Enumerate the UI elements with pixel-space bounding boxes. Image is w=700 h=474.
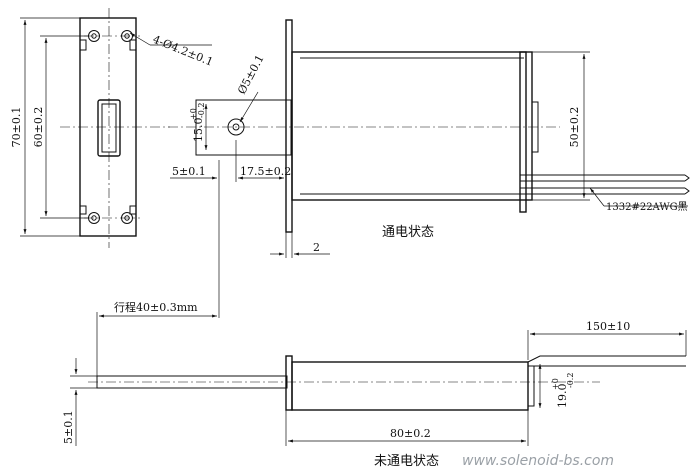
dim-shaft-tol-plus: +0 [189,108,198,120]
dim-lead-len: 150±10 [586,320,630,333]
energized-view: 5±0.1 17.5±0.2 15.0 +0 -0.2 Ø5±0.1 2 50±… [168,19,690,258]
caption-energized: 通电状态 [382,225,434,240]
dim-shaft-step: 5±0.1 [172,165,206,178]
dim-shaft-dia: 15.0 [192,118,205,143]
wire-spec: 1332#22AWG黑 [606,201,688,213]
lead-wires [520,174,690,195]
front-view: 70±0.1 60±0.2 4-Ø4.2±0.1 [10,8,215,248]
dim-body-tol-plus: +0 [551,378,560,390]
dim-body-len: 80±0.2 [390,427,431,440]
dim-70: 70±0.1 [10,107,23,148]
dim-body-height: 50±0.2 [568,107,581,148]
plate-notches [80,39,136,215]
coil-body [291,51,533,201]
watermark: www.solenoid-bs.com [462,453,614,469]
caption-deenergized: 未通电状态 [374,454,439,469]
deenergized-view: 150±10 19.0 +0 -0.2 5±0.1 80±0.2 未通电状态 [62,320,687,469]
dim-shaft-len: 17.5±0.2 [240,165,291,178]
dim-body-dia: 19.0 [556,384,569,409]
dim-pin-dia: Ø5±0.1 [235,53,267,97]
lead-wires-bottom [527,355,686,367]
coil-body-bottom [291,361,529,411]
stroke-dimension: 行程40±0.3mm [96,182,220,378]
plunger-shaft [195,99,292,156]
dim-frame-thk: 2 [313,241,320,254]
dim-holes: 4-Ø4.2±0.1 [151,33,215,69]
dim-shaft-tol-minus: -0.2 [197,103,206,118]
dim-plunger-dia: 5±0.1 [62,410,75,444]
dim-stroke: 行程40±0.3mm [114,301,198,314]
dim-body-tol-minus: -0.2 [566,373,575,388]
dim-60: 60±0.2 [32,107,45,148]
